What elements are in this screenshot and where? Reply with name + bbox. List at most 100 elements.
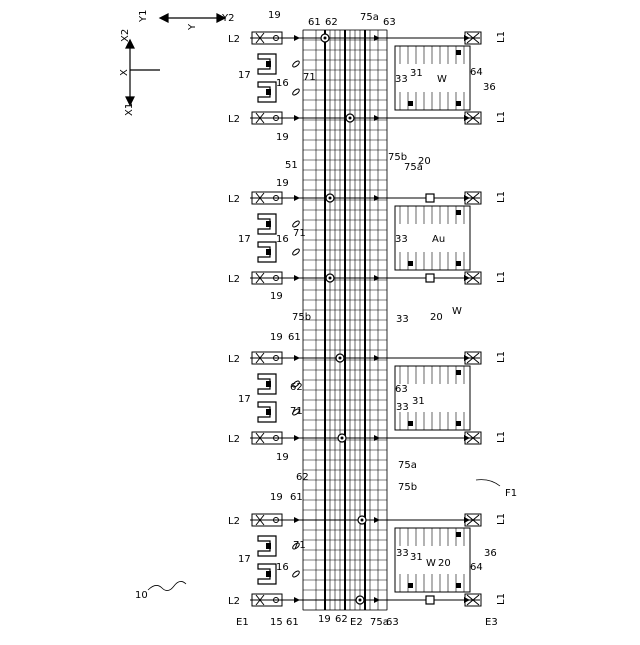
workpiece-w <box>456 261 461 266</box>
ref-62-a: 62 <box>325 17 338 28</box>
lane-label-left: L2 <box>228 34 240 45</box>
axis-y1-label: Y1 <box>138 10 149 23</box>
ref-19-c: 19 <box>276 178 289 189</box>
carrier-20 <box>426 596 434 604</box>
robot-arm <box>292 220 301 228</box>
ref-36-a: 36 <box>483 82 496 93</box>
ref-63-b: 63 <box>395 384 408 395</box>
lane-label-left: L2 <box>228 434 240 445</box>
workpiece-w <box>456 583 461 588</box>
ref-17-a: 17 <box>238 70 251 81</box>
ref-33-e: 33 <box>396 548 409 559</box>
ref-33-d: 33 <box>396 402 409 413</box>
storage-rack <box>395 366 470 430</box>
workpiece-w <box>456 101 461 106</box>
ref-16-a: 16 <box>276 78 289 89</box>
machine-tool <box>266 249 271 255</box>
ref-19-a: 19 <box>268 10 281 21</box>
workpiece-w <box>408 261 413 266</box>
flow-arrow <box>294 275 300 281</box>
robot-arm <box>292 60 301 68</box>
robot-arm <box>292 570 301 578</box>
flow-arrow <box>294 597 300 603</box>
lane-label-left: L2 <box>228 194 240 205</box>
lane-label-left: L2 <box>228 274 240 285</box>
ref-19-g: 19 <box>270 492 283 503</box>
axis-x1-label: X1 <box>124 103 135 116</box>
lane-label-right: L1 <box>496 351 507 363</box>
lane-label-left: L2 <box>228 354 240 365</box>
ref-19-b: 19 <box>276 132 289 143</box>
flow-arrow <box>374 517 380 523</box>
ref-71-c: 71 <box>290 406 303 417</box>
machine-tool <box>266 543 271 549</box>
floor-ref: F1 <box>505 488 517 499</box>
robot-arm <box>292 88 301 96</box>
workpiece-w <box>408 421 413 426</box>
ref-75b-b: 75b <box>292 312 311 323</box>
ref-36-b: 36 <box>484 548 497 559</box>
lane-label-left: L2 <box>228 114 240 125</box>
ref-61-a: 61 <box>308 17 321 28</box>
flow-arrow <box>294 517 300 523</box>
ref-au: Au <box>432 234 445 245</box>
ref-17-d: 17 <box>238 554 251 565</box>
lane-label-right: L1 <box>496 31 507 43</box>
workpiece-w <box>456 532 461 537</box>
lane-label-right: L1 <box>496 513 507 525</box>
ref-19-d: 19 <box>270 291 283 302</box>
lane-label-right: L1 <box>496 271 507 283</box>
system-ref: 10 <box>135 590 148 601</box>
ref-19-e: 19 <box>270 332 283 343</box>
ref-33-c: 33 <box>396 314 409 325</box>
vehicle-center <box>341 437 344 440</box>
ref-31-a: 31 <box>410 68 423 79</box>
workpiece-w <box>456 210 461 215</box>
lane-label-left: L2 <box>228 516 240 527</box>
ref-20-b: 20 <box>430 312 443 323</box>
workpiece-w <box>456 370 461 375</box>
edge-e3: E3 <box>485 617 498 628</box>
vehicle-center <box>339 357 342 360</box>
vehicle-center <box>349 117 352 120</box>
ref-31-c: 31 <box>410 552 423 563</box>
ref-61-b: 61 <box>288 332 301 343</box>
ref-71-b: 71 <box>293 228 306 239</box>
ref-61-c: 61 <box>290 492 303 503</box>
lane-label-right: L1 <box>496 431 507 443</box>
ref-75a-a: 75a <box>360 12 379 23</box>
ref-33-a: 33 <box>395 74 408 85</box>
ref-61-d: 61 <box>286 617 299 628</box>
ref-19-h: 19 <box>318 614 331 625</box>
robot-arm <box>292 248 301 256</box>
ref-33-b: 33 <box>395 234 408 245</box>
machine-tool <box>266 571 271 577</box>
workpiece-w <box>456 421 461 426</box>
vehicle-center <box>329 197 332 200</box>
grid-vehicles <box>321 34 434 604</box>
ref-16-c: 16 <box>276 562 289 573</box>
ref-31-b: 31 <box>412 396 425 407</box>
carrier-20 <box>426 274 434 282</box>
flow-arrow <box>294 195 300 201</box>
vehicle-center <box>324 37 327 40</box>
flow-arrow <box>374 597 380 603</box>
ref-71-a: 71 <box>303 72 316 83</box>
lane-label-right: L1 <box>496 111 507 123</box>
vehicle-center <box>359 599 362 602</box>
ref-62-b: 62 <box>290 382 303 393</box>
axis-x2-label: X2 <box>120 29 131 42</box>
ref-w-c: W <box>426 558 436 569</box>
axis-y2-label: Y2 <box>221 13 234 24</box>
flow-arrow <box>294 35 300 41</box>
system-ref-squiggle <box>148 581 186 590</box>
ref-w-b: W <box>452 306 462 317</box>
machine-tool <box>266 221 271 227</box>
ref-62-c: 62 <box>296 472 309 483</box>
ref-17-c: 17 <box>238 394 251 405</box>
ref-20-a: 20 <box>418 156 431 167</box>
machine-tool <box>266 409 271 415</box>
vehicle-center <box>361 519 364 522</box>
